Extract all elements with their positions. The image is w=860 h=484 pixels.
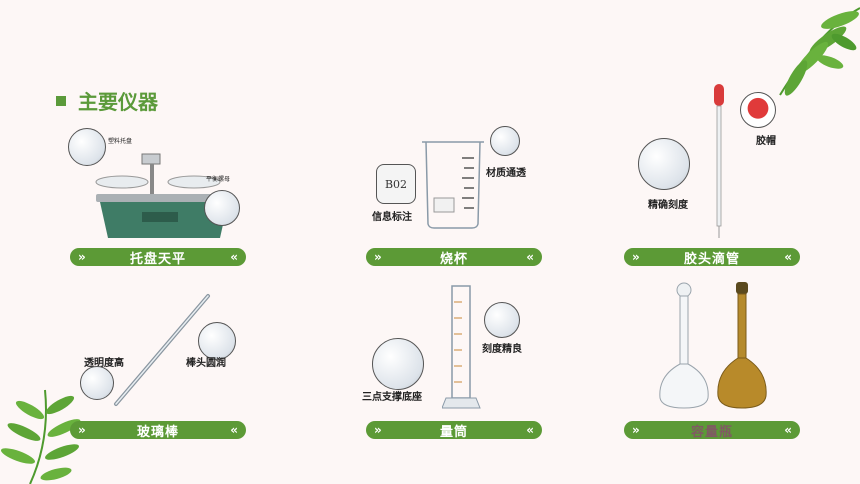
balance-illustration bbox=[95, 153, 232, 238]
instrument-card-beaker: 材质通透 B02 信息标注 bbox=[368, 124, 544, 244]
instrument-label-volumetric-flask: » 容量瓶 « bbox=[624, 421, 800, 440]
rod-callout-tip: 棒头圆润 bbox=[186, 358, 226, 369]
glass-rod-illustration bbox=[114, 294, 210, 406]
instrument-label-beaker: » 烧杯 « bbox=[366, 248, 542, 267]
rod-callout-clarity: 透明度高 bbox=[84, 358, 124, 369]
instrument-label-balance: » 托盘天平 « bbox=[70, 248, 246, 267]
heading-bullet-icon bbox=[56, 95, 66, 106]
magnifier-base-icon bbox=[372, 338, 424, 390]
cylinder-callout-base: 三点支撑底座 bbox=[362, 392, 422, 403]
clear-flask-illustration bbox=[659, 282, 709, 409]
leaf-decoration-bottom-left bbox=[0, 389, 81, 484]
beaker-illustration bbox=[422, 141, 484, 229]
instrument-label-cylinder: » 量筒 « bbox=[366, 421, 542, 440]
chevron-left-icon: « bbox=[230, 250, 238, 264]
instrument-name: 胶头滴管 bbox=[683, 251, 740, 267]
leaf-decoration-top-right bbox=[779, 7, 860, 96]
chevron-left-icon: « bbox=[784, 423, 792, 437]
magnifier-rim-icon bbox=[490, 126, 520, 156]
instrument-name: 托盘天平 bbox=[129, 251, 186, 267]
chevron-right-icon: » bbox=[78, 423, 86, 437]
chevron-right-icon: » bbox=[632, 250, 640, 264]
chevron-left-icon: « bbox=[784, 250, 792, 264]
magnifier-label-icon: B02 bbox=[376, 164, 416, 204]
balance-callout-tray: 塑料托盘 bbox=[108, 138, 133, 145]
instrument-name: 玻璃棒 bbox=[136, 424, 179, 440]
instrument-name: 容量瓶 bbox=[690, 424, 733, 440]
chevron-right-icon: » bbox=[374, 423, 382, 437]
cylinder-illustration bbox=[442, 285, 481, 409]
chevron-left-icon: « bbox=[526, 250, 534, 264]
instrument-label-glass-rod: » 玻璃棒 « bbox=[70, 421, 246, 440]
chevron-left-icon: « bbox=[230, 423, 238, 437]
chevron-left-icon: « bbox=[526, 423, 534, 437]
instrument-card-dropper: 胶帽 精确刻度 bbox=[632, 80, 808, 244]
magnifier-bulb-icon bbox=[740, 92, 776, 128]
balance-callout-nut: 平衡螺母 bbox=[206, 176, 231, 183]
beaker-mark: B02 bbox=[384, 177, 408, 191]
heading-title: 主要仪器 bbox=[78, 90, 158, 114]
brown-flask-illustration bbox=[717, 282, 767, 409]
instrument-card-cylinder: 刻度精良 三点支撑底座 bbox=[362, 282, 542, 414]
instrument-name: 烧杯 bbox=[439, 251, 468, 267]
beaker-callout-transparent: 材质通透 bbox=[486, 168, 526, 179]
magnifier-nut-icon bbox=[204, 190, 240, 226]
instrument-card-volumetric-flask bbox=[654, 280, 774, 412]
dropper-callout-bulb: 胶帽 bbox=[756, 136, 776, 147]
chevron-right-icon: » bbox=[374, 250, 382, 264]
magnifier-rod-tip-icon bbox=[198, 322, 236, 360]
cylinder-callout-graduation: 刻度精良 bbox=[482, 344, 522, 355]
magnifier-scale-icon bbox=[638, 138, 690, 190]
magnifier-tray-icon bbox=[68, 128, 106, 166]
instrument-name: 量筒 bbox=[439, 424, 468, 440]
section-heading: 主要仪器 bbox=[56, 86, 158, 115]
instrument-label-dropper: » 胶头滴管 « bbox=[624, 248, 800, 267]
beaker-callout-label: 信息标注 bbox=[372, 212, 412, 223]
dropper-illustration bbox=[714, 84, 724, 238]
instrument-card-balance: 塑料托盘 平衡螺母 bbox=[64, 124, 250, 244]
chevron-right-icon: » bbox=[78, 250, 86, 264]
magnifier-rod-body-icon bbox=[80, 366, 114, 400]
chevron-right-icon: » bbox=[632, 423, 640, 437]
magnifier-graduation-icon bbox=[484, 302, 520, 338]
instrument-card-glass-rod: 棒头圆润 透明度高 bbox=[78, 290, 254, 414]
dropper-callout-scale: 精确刻度 bbox=[648, 200, 688, 211]
